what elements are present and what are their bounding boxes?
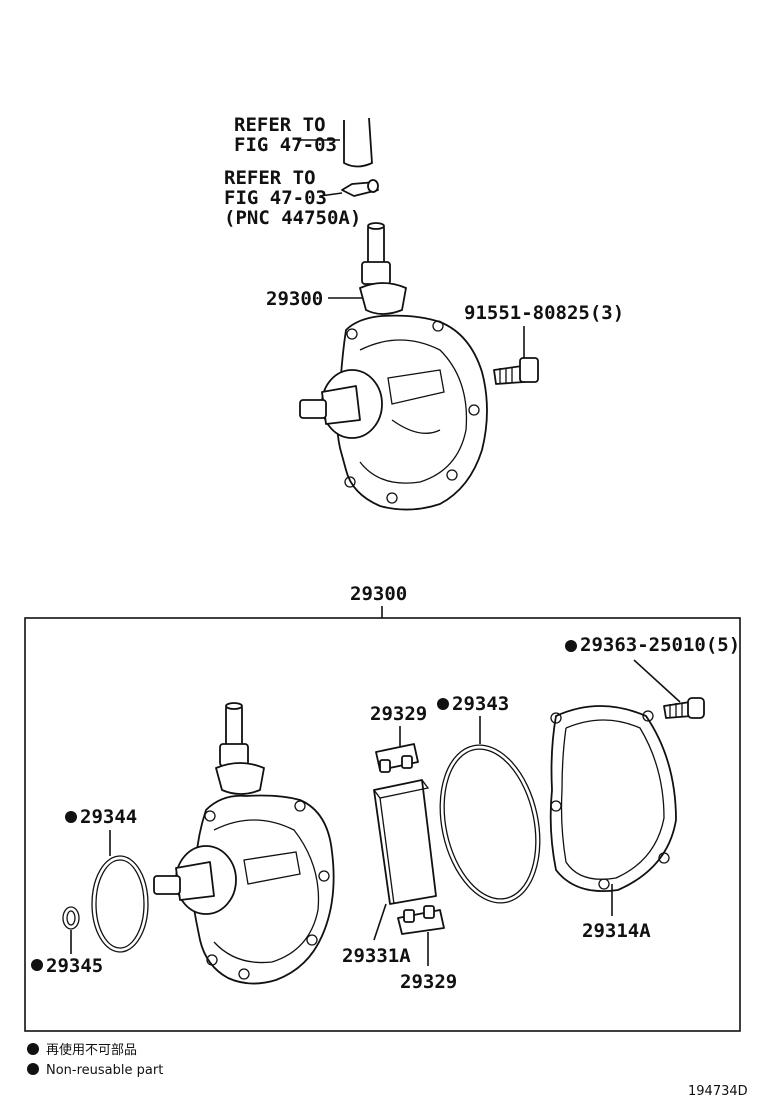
bolt-icon <box>493 357 539 385</box>
legend-english: Non-reusable part <box>46 1063 163 1078</box>
legend-japanese: 再使用不可部品 <box>46 1042 137 1058</box>
legend-marker-icon <box>27 1063 39 1075</box>
assembly-label: 29300 <box>350 583 407 605</box>
vacuum-pump-icon <box>299 222 488 511</box>
part-label-valve-lower: 29329 <box>400 971 457 993</box>
vacuum-pump-body-icon <box>153 702 335 985</box>
refer-clamp-line2: FIG 47-03 <box>224 187 327 209</box>
refer-hose-line1: REFER TO <box>234 114 326 136</box>
valve-body-icon <box>373 779 437 905</box>
refer-clamp-line3: (PNC 44750A) <box>224 207 361 229</box>
leader-line <box>319 192 343 197</box>
leader-line <box>633 659 681 703</box>
pump-cover-icon <box>549 705 677 892</box>
part-label-cover-gasket: 29343 <box>452 693 509 715</box>
non-reusable-marker-icon <box>65 811 77 823</box>
refer-hose-line2: FIG 47-03 <box>234 134 337 156</box>
non-reusable-marker-icon <box>437 698 449 710</box>
part-label-bolt: 91551-80825(3) <box>464 302 624 324</box>
clamp-icon <box>341 179 379 197</box>
part-label-oring-large: 29344 <box>80 806 137 828</box>
part-label-valve-upper: 29329 <box>370 703 427 725</box>
assembly-frame <box>24 617 741 1032</box>
hose-icon <box>343 117 373 168</box>
oring-large-icon <box>91 855 149 953</box>
refer-clamp-line1: REFER TO <box>224 167 316 189</box>
leader-line <box>373 903 387 941</box>
figure-id: 194734D <box>688 1084 748 1099</box>
non-reusable-marker-icon <box>31 959 43 971</box>
part-label-cover: 29314A <box>582 920 651 942</box>
cover-gasket-icon <box>439 744 541 904</box>
legend-marker-icon <box>27 1043 39 1055</box>
part-label-screw: 29363-25010(5) <box>580 634 740 656</box>
screw-icon <box>663 697 705 719</box>
part-label-pump: 29300 <box>266 288 323 310</box>
valve-upper-icon <box>375 743 419 773</box>
non-reusable-marker-icon <box>565 640 577 652</box>
oring-small-icon <box>62 906 80 930</box>
part-label-oring-small: 29345 <box>46 955 103 977</box>
part-label-valve-body: 29331A <box>342 945 411 967</box>
valve-lower-icon <box>397 905 445 935</box>
